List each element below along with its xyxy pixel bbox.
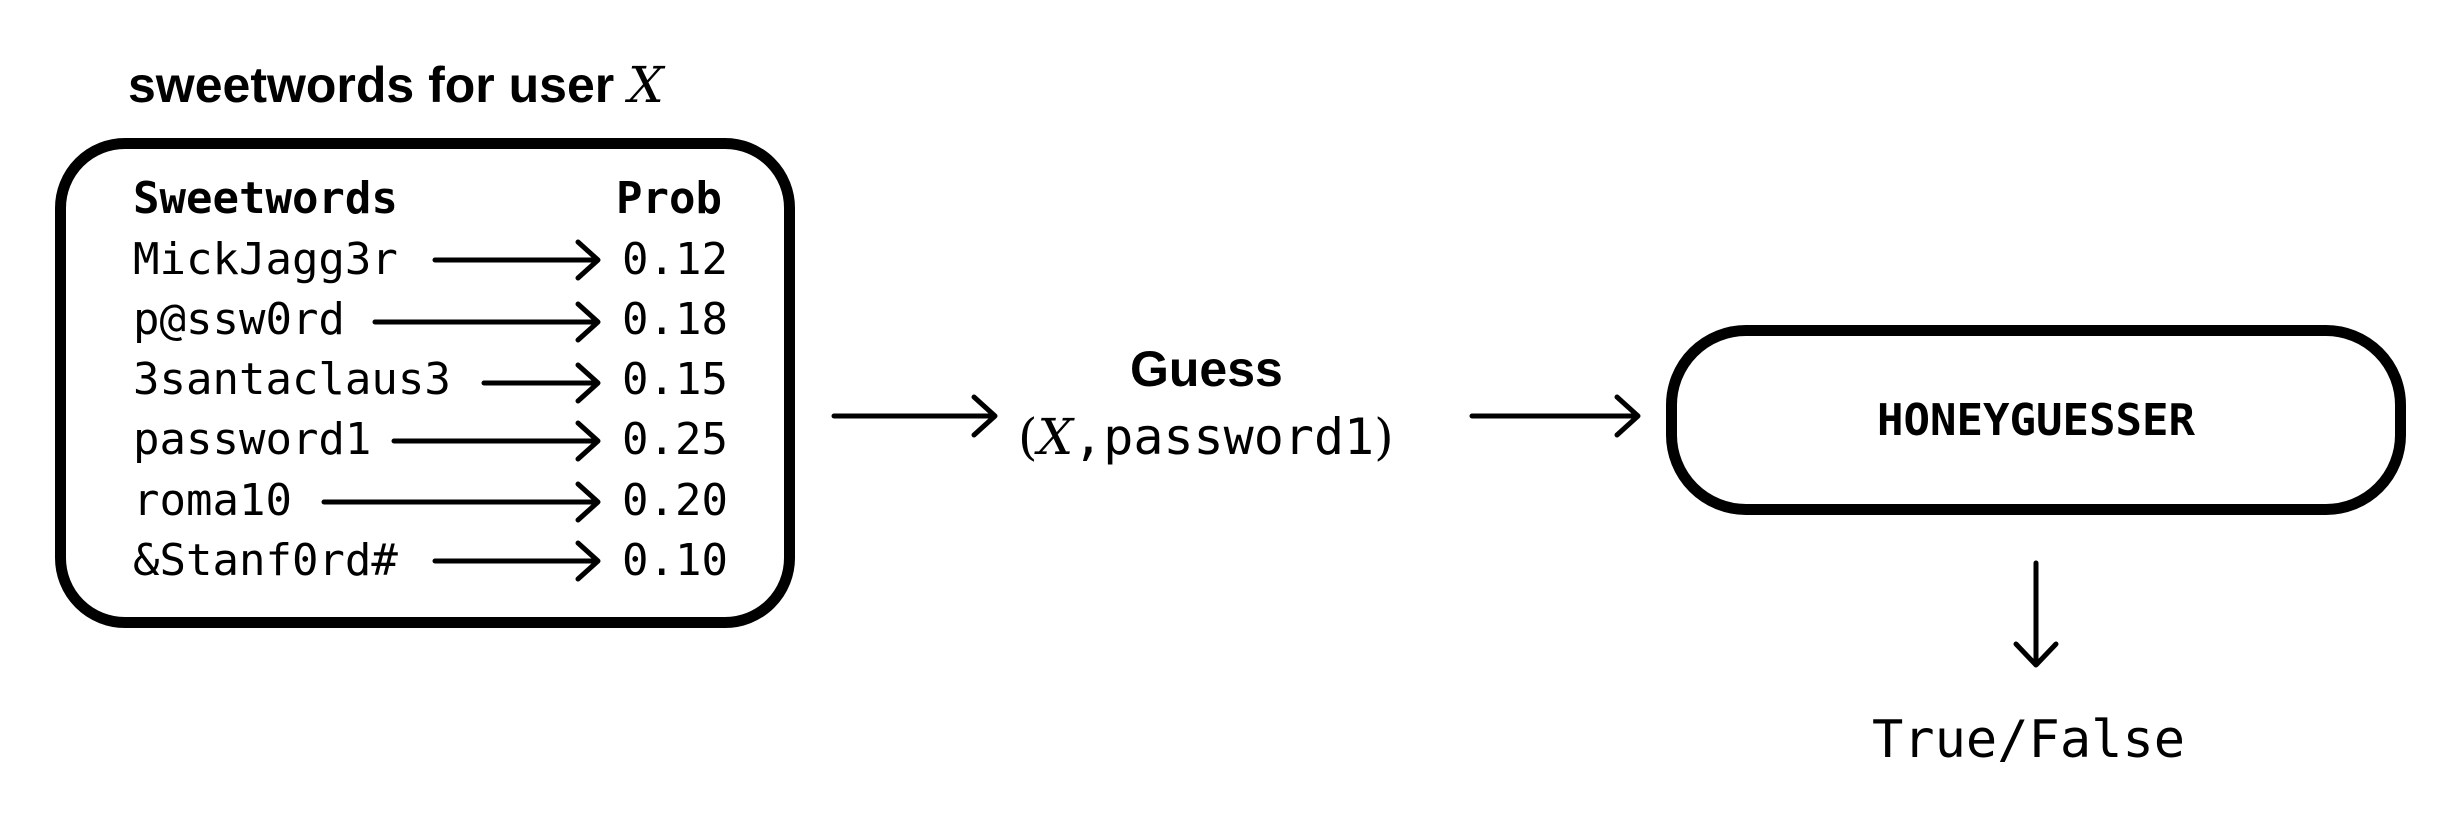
sweetword-row-6: &Stanf0rd# <box>133 535 398 586</box>
sweetwords-box <box>55 138 795 628</box>
guess-open-paren: ( <box>1018 408 1038 466</box>
guess-close-paren: ) <box>1374 408 1394 466</box>
sweetword-row-2: p@ssw0rd <box>133 294 345 345</box>
row-arrow-4 <box>391 420 601 462</box>
arrow-to-honeyguesser <box>1469 394 1641 438</box>
row-arrow-2 <box>372 301 601 343</box>
row-arrow-3 <box>481 362 601 404</box>
prob-row-1: 0.12 <box>622 234 728 285</box>
honeyguesser-box: HONEYGUESSER <box>1666 325 2406 515</box>
title-variable: X <box>628 56 664 114</box>
row-arrow-5 <box>321 481 601 523</box>
honeyguesser-label: HONEYGUESSER <box>1877 394 2195 446</box>
guess-password: password1 <box>1103 408 1375 466</box>
sweetword-row-3: 3santaclaus3 <box>133 354 451 405</box>
arrow-to-result <box>2013 560 2059 668</box>
guess-label: Guess <box>1130 341 1283 397</box>
result-label: True/False <box>1872 710 2186 770</box>
guess-separator: , <box>1073 408 1104 466</box>
title-text: sweetwords for user <box>128 57 615 113</box>
header-sweetwords: Sweetwords <box>133 173 398 224</box>
header-prob: Prob <box>616 173 722 224</box>
row-arrow-6 <box>432 540 601 582</box>
prob-row-6: 0.10 <box>622 535 728 586</box>
row-arrow-1 <box>432 239 601 281</box>
guess-pair: (X,password1) <box>1018 408 1394 466</box>
sweetword-row-1: MickJagg3r <box>133 234 398 285</box>
sweetword-row-5: roma10 <box>133 475 292 526</box>
guess-variable: X <box>1037 408 1074 466</box>
prob-row-3: 0.15 <box>622 354 728 405</box>
arrow-to-guess <box>831 394 998 438</box>
prob-row-5: 0.20 <box>622 475 728 526</box>
prob-row-4: 0.25 <box>622 414 728 465</box>
sweetword-row-4: password1 <box>133 414 372 465</box>
sweetwords-title: sweetwords for user X <box>128 56 664 114</box>
prob-row-2: 0.18 <box>622 294 728 345</box>
